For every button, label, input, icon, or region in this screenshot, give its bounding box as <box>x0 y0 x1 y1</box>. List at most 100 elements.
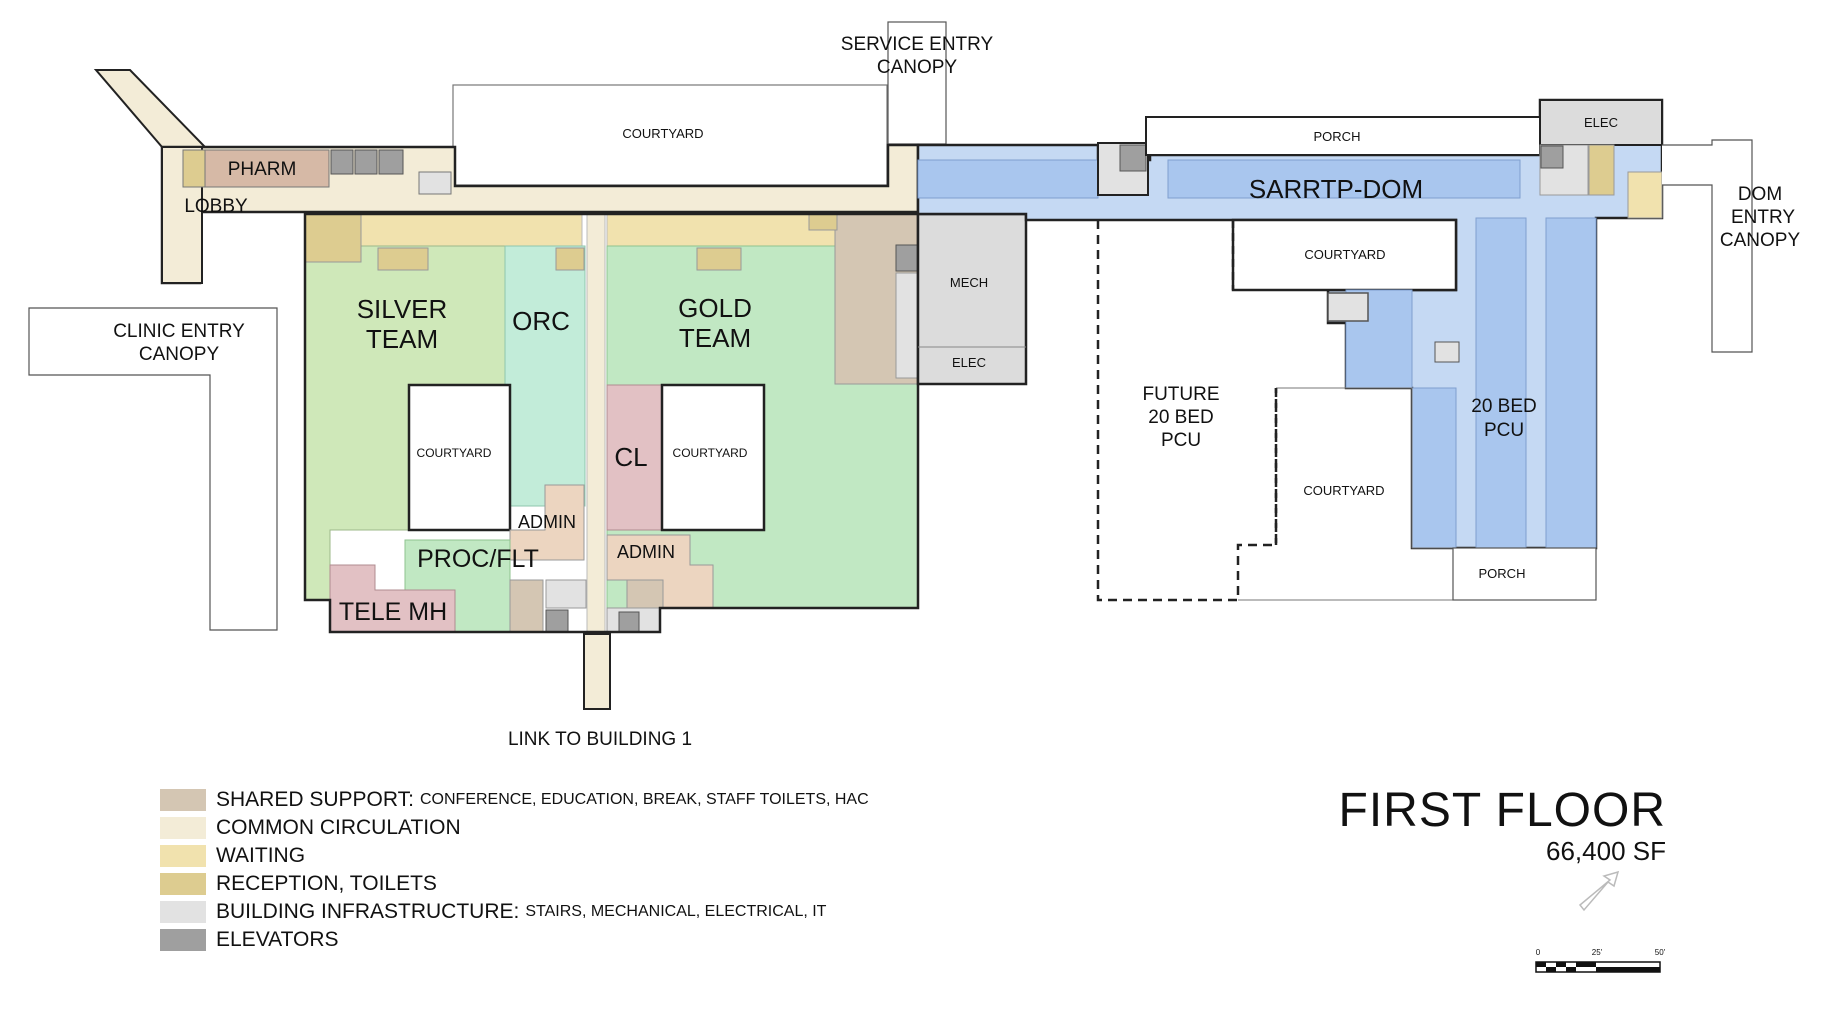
label-dom-entry-3: CANOPY <box>1720 230 1801 251</box>
label-gold-team-2: TEAM <box>679 323 751 353</box>
elevator-sarrtp-right <box>1540 145 1564 169</box>
label-future-2: 20 BED <box>1148 407 1213 428</box>
clinic-entry-canopy <box>28 307 278 631</box>
elec-top-room <box>1539 99 1663 146</box>
reception-silver-2 <box>377 247 429 271</box>
label-mech: MECH <box>950 275 988 290</box>
label-silver-team-2: TEAM <box>366 324 438 354</box>
legend-item: SHARED SUPPORT: CONFERENCE, EDUCATION, B… <box>160 786 869 814</box>
legend-label: BUILDING INFRASTRUCTURE: <box>216 900 520 923</box>
reception-sarrtp-right <box>1588 144 1615 196</box>
elevator-lobby-1 <box>330 149 354 175</box>
legend-label: WAITING <box>216 844 306 867</box>
legend-item: ELEVATORS <box>160 926 869 954</box>
legend-item: BUILDING INFRASTRUCTURE: STAIRS, MECHANI… <box>160 898 869 926</box>
pcu-rooms-bottom <box>1411 387 1457 549</box>
pcu-stair <box>1327 292 1369 322</box>
label-future-1: FUTURE <box>1142 384 1219 405</box>
label-pcu-1: 20 BED <box>1471 396 1536 417</box>
north-arrow-icon <box>1578 870 1620 912</box>
legend-label: SHARED SUPPORT: <box>216 788 414 811</box>
plan-area: 66,400 SF <box>1546 836 1666 866</box>
label-service-entry-2: CANOPY <box>877 57 958 78</box>
label-admin-2: ADMIN <box>617 542 675 562</box>
reception-silver <box>304 213 362 263</box>
pcu-elev <box>1434 341 1460 363</box>
pharm-room <box>204 149 330 188</box>
orc-area <box>504 245 586 507</box>
label-cl: CL <box>614 442 647 472</box>
plan-title-block: FIRST FLOOR 66,400 SF <box>1338 784 1666 867</box>
sarrtp-rooms-top-right <box>1167 159 1521 199</box>
elevator-admin-gold <box>618 611 640 633</box>
label-pharm: PHARM <box>228 159 297 180</box>
stairs-gold <box>895 272 919 379</box>
label-lobby: LOBBY <box>184 196 248 217</box>
mech-room <box>916 212 1028 386</box>
courtyard-gold <box>660 383 766 532</box>
cl-room <box>606 384 663 531</box>
scale-label-0: 0 <box>1536 948 1541 957</box>
legend-swatch <box>160 789 206 811</box>
reception-gold <box>696 247 742 271</box>
label-clinic-entry-2: CANOPY <box>139 344 220 365</box>
porch-bottom <box>1452 547 1597 601</box>
legend-detail: CONFERENCE, EDUCATION, BREAK, STAFF TOIL… <box>420 791 869 808</box>
label-pcu-2: PCU <box>1484 420 1524 441</box>
label-courtyard-right-top: COURTYARD <box>1304 247 1385 262</box>
scale-label-50: 50' <box>1655 948 1666 957</box>
elevator-sarrtp <box>1119 144 1147 172</box>
pcu-rooms-right <box>1545 217 1597 549</box>
legend-detail: STAIRS, MECHANICAL, ELECTRICAL, IT <box>525 903 827 920</box>
central-corridor <box>586 213 606 635</box>
shared-support-admin-gold <box>626 579 664 609</box>
reception-orc <box>555 247 585 271</box>
label-admin-1: ADMIN <box>518 512 576 532</box>
reception-gold-2 <box>808 213 838 231</box>
label-tele-mh: TELE MH <box>339 598 447 626</box>
legend-item: COMMON CIRCULATION <box>160 814 869 842</box>
label-dom-entry-1: DOM <box>1738 184 1782 205</box>
legend-swatch <box>160 873 206 895</box>
label-clinic-entry-1: CLINIC ENTRY <box>113 321 245 342</box>
label-proc-flt: PROC/FLT <box>417 545 539 573</box>
legend-item: RECEPTION, TOILETS <box>160 870 869 898</box>
label-courtyard-silver: COURTYARD <box>417 446 492 460</box>
label-courtyard-top: COURTYARD <box>622 126 703 141</box>
elevator-lobby-2 <box>354 149 378 175</box>
legend-swatch <box>160 845 206 867</box>
elevator-gold <box>895 244 919 272</box>
reception-sarrtp-right-2 <box>1627 171 1663 219</box>
legend: SHARED SUPPORT: CONFERENCE, EDUCATION, B… <box>160 786 869 954</box>
shared-support-proc <box>509 579 544 633</box>
elevator-lobby-3 <box>378 149 404 175</box>
service-entry-canopy <box>887 21 947 145</box>
label-porch-bottom: PORCH <box>1479 566 1526 581</box>
label-gold-team-1: GOLD <box>678 293 752 323</box>
scale-bar <box>1535 961 1661 973</box>
stairs-proc <box>545 579 587 609</box>
reception-toilets-lobby <box>182 149 206 188</box>
courtyard-top <box>452 84 888 186</box>
stairs-lobby <box>418 171 452 195</box>
sarrtp-rooms-top <box>917 159 1099 199</box>
elevator-proc <box>545 609 569 633</box>
porch-top <box>1145 116 1541 156</box>
label-elec-top: ELEC <box>1584 115 1618 130</box>
link-to-building-1 <box>583 633 611 710</box>
lobby-ramp <box>93 69 208 148</box>
courtyard-silver <box>407 383 512 532</box>
legend-label: RECEPTION, TOILETS <box>216 872 437 895</box>
plan-title: FIRST FLOOR <box>1338 784 1666 837</box>
dom-entry-canopy <box>1662 139 1753 353</box>
legend-label: COMMON CIRCULATION <box>216 816 461 839</box>
scale-label-25: 25' <box>1592 948 1603 957</box>
label-service-entry-1: SERVICE ENTRY <box>841 34 994 55</box>
legend-swatch <box>160 817 206 839</box>
label-link-building-1: LINK TO BUILDING 1 <box>508 729 692 750</box>
legend-item: WAITING <box>160 842 869 870</box>
legend-swatch <box>160 929 206 951</box>
future-pcu-outline <box>1096 220 1278 602</box>
label-sarrtp-dom: SARRTP-DOM <box>1249 174 1423 204</box>
